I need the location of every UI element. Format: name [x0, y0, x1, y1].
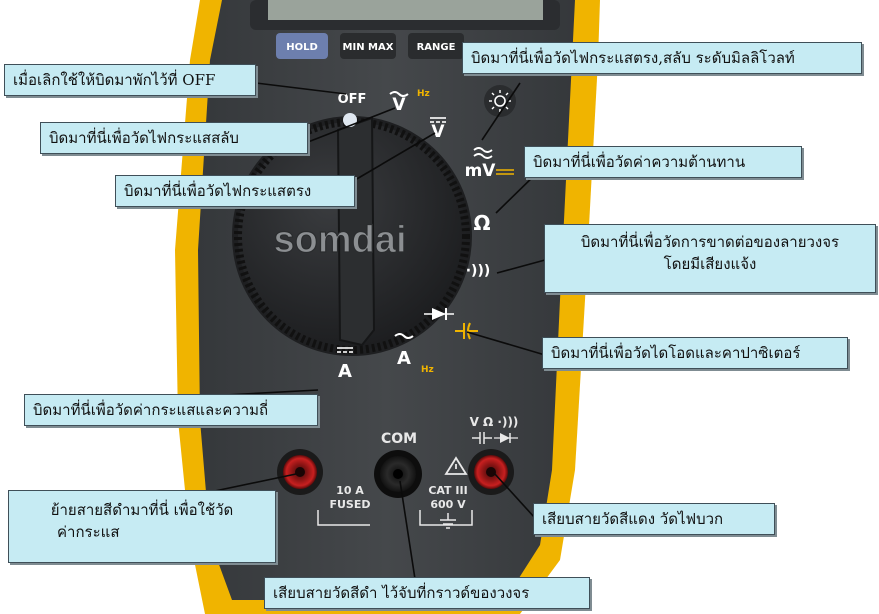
callout-move-black-line-2: ค่ากระแส — [57, 523, 120, 541]
dial-ac-volts-label: V — [392, 95, 406, 115]
ac-wave-icon — [389, 91, 409, 97]
ac-wave-icon — [394, 333, 414, 339]
callout-millivolt: บิดมาที่นี่เพื่อวัดไฟกระแสตรง,สลับ ระดับ… — [462, 42, 862, 74]
warning-triangle-icon — [444, 456, 468, 475]
dial-ohm-label: Ω — [473, 211, 490, 235]
red-terminal-label-group: V Ω ·))) — [470, 415, 519, 444]
dc-symbol-icon — [337, 347, 353, 353]
diode-icon — [494, 433, 518, 443]
dial-dc-volts-label: V — [431, 122, 445, 142]
capacitor-icon — [455, 322, 478, 340]
backlight-button[interactable] — [484, 85, 516, 117]
dial-dc-amps-label: A — [338, 361, 352, 382]
sun-icon — [494, 95, 506, 107]
com-label: COM — [381, 431, 417, 447]
com-label-group: COM — [381, 431, 417, 447]
hold-label: HOLD — [286, 42, 318, 53]
dc-symbol-icon — [496, 169, 514, 175]
callout-continuity-line-2: โดยมีเสียงแจ้ง — [663, 255, 757, 273]
lcd-screen — [268, 0, 543, 20]
minmax-button[interactable]: MIN MAX — [340, 33, 396, 59]
hold-button[interactable]: HOLD — [276, 33, 328, 59]
capacitor-icon — [472, 432, 492, 444]
callout-black-lead: เสียบสายวัดสีดำ ไว้จับที่กราวด์ของวงจร — [264, 577, 590, 609]
range-label: RANGE — [417, 42, 456, 53]
dial-continuity-label: ·))) — [466, 263, 491, 279]
cat-rating-label: CAT III — [428, 484, 467, 497]
callout-continuity: บิดมาที่นี่เพื่อวัดการขาดต่อของลายวงจร โ… — [544, 224, 876, 293]
callout-pointer-lines — [209, 82, 546, 580]
dc-symbol-icon — [430, 117, 446, 123]
callout-move-black-lead: ย้ายสายสีดำมาที่นี่ เพื่อใช้วัด ค่ากระแส — [8, 490, 276, 563]
callout-current-frequency: บิดมาที่นี่เพื่อวัดค่ากระแสและความถี่ — [24, 394, 318, 426]
callout-move-black-line-1: ย้ายสายสีดำมาที่นี่ เพื่อใช้วัด — [50, 501, 234, 519]
watermark-text: somdai — [273, 219, 406, 261]
com-jack-black[interactable] — [374, 450, 422, 498]
voltage-rating-label: 600 V — [430, 498, 466, 511]
callout-off: เมื่อเลิกใช้ให้บิดมาพักไว้ที่ OFF — [4, 64, 256, 96]
fused-label: FUSED — [329, 498, 370, 511]
callout-diode-capacitor: บิดมาที่นี่เพื่อวัดไดโอดและคาปาซิเตอร์ — [542, 337, 848, 369]
callout-ac-voltage: บิดมาที่นี่เพื่อวัดไฟกระแสสลับ — [40, 122, 308, 154]
ground-icon — [440, 513, 456, 529]
amp-rating-label: 10 A — [336, 484, 364, 497]
dial-amps-hz-label: Hz — [421, 365, 434, 375]
diode-icon — [424, 308, 454, 320]
ac-wave-icon — [473, 147, 493, 159]
red-terminal-label: V Ω ·))) — [470, 415, 519, 429]
amp-jack-red[interactable] — [277, 449, 323, 495]
dial-hz-label: Hz — [417, 89, 430, 99]
callout-continuity-line-1: บิดมาที่นี่เพื่อวัดการขาดต่อของลายวงจร — [580, 233, 840, 251]
callout-red-lead: เสียบสายวัดสีแดง วัดไฟบวก — [533, 503, 775, 535]
minmax-label: MIN MAX — [343, 42, 394, 53]
dial-ac-amps-label: A — [397, 348, 411, 369]
callout-resistance: บิดมาที่นี่เพื่อวัดค่าความต้านทาน — [524, 146, 802, 178]
dial-millivolt-label: mV — [465, 161, 497, 181]
callout-dc-voltage: บิดมาที่นี่เพื่อวัดไฟกระแสตรง — [115, 175, 355, 207]
range-button[interactable]: RANGE — [408, 33, 464, 59]
dial-off-label: OFF — [338, 92, 367, 107]
